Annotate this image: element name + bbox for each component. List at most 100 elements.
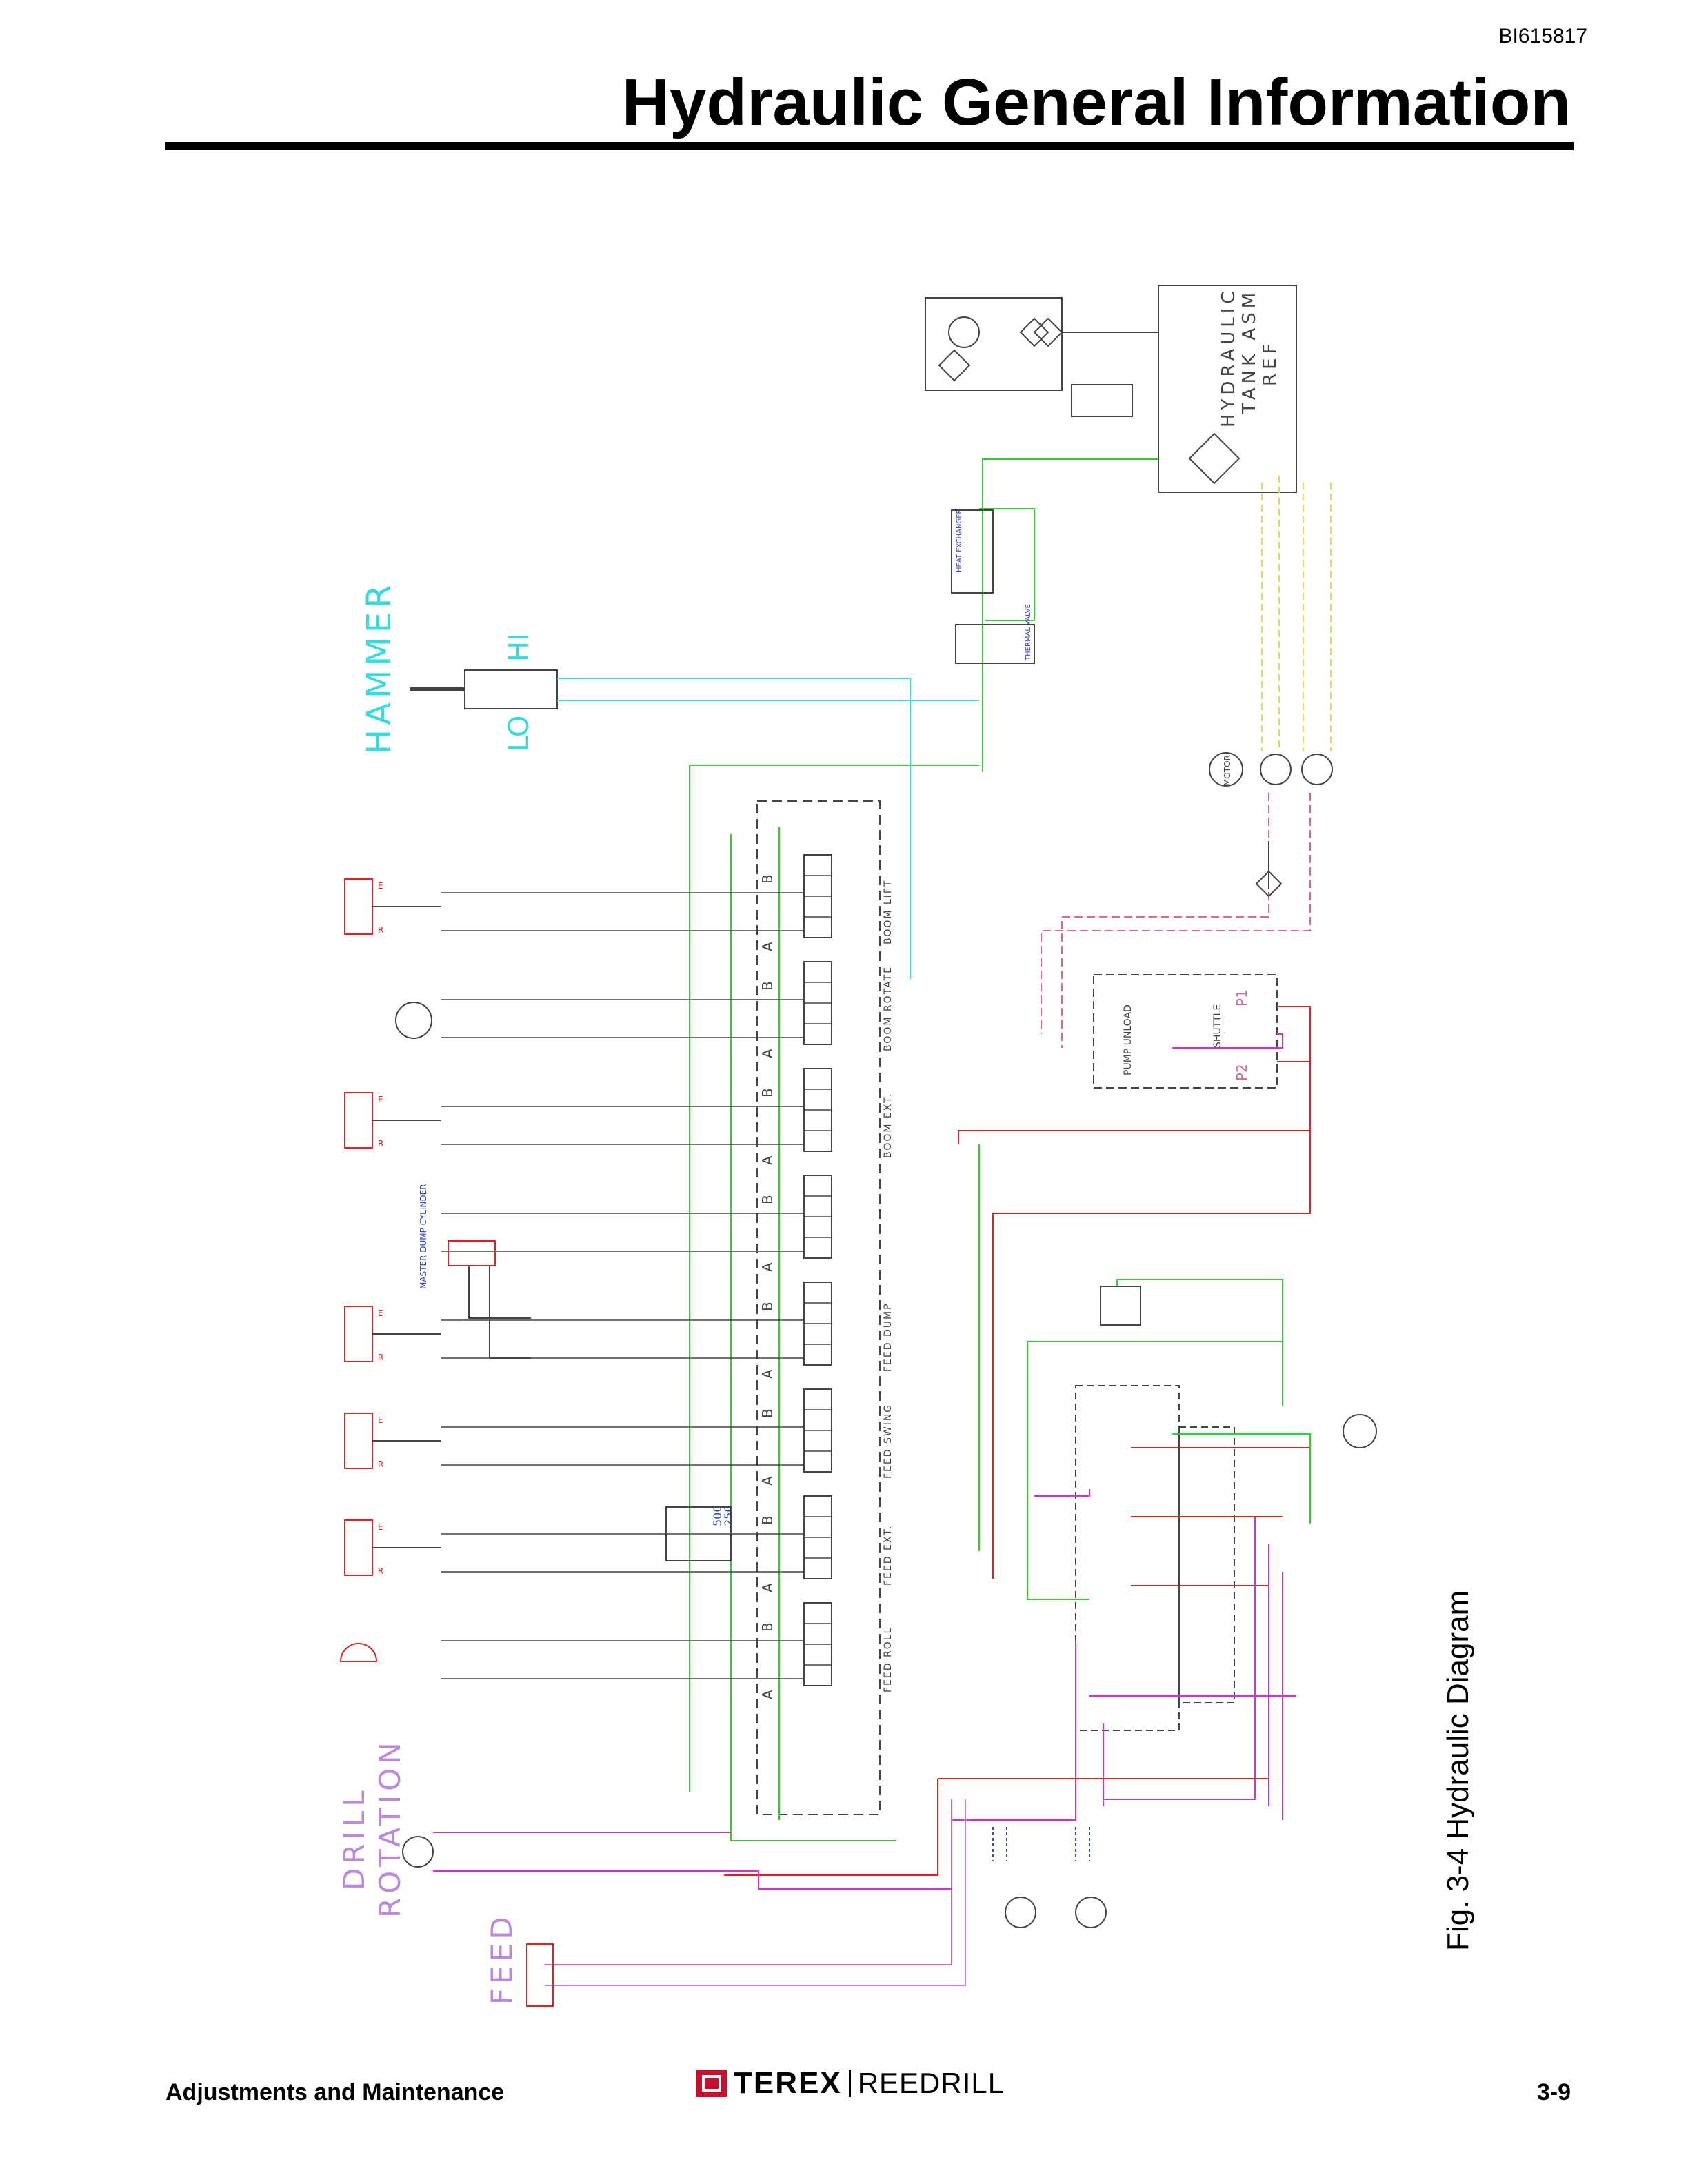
valve-section: AB bbox=[441, 1175, 832, 1272]
actuator-line bbox=[441, 1533, 804, 1573]
actuator-cylinder: ER bbox=[344, 1413, 441, 1469]
port-b-label: B bbox=[759, 1622, 776, 1632]
page-number: 3-9 bbox=[1536, 2079, 1571, 2105]
relief-setting-2: 250 bbox=[722, 1505, 735, 1526]
pump-2 bbox=[1301, 754, 1333, 785]
port-b-label: B bbox=[759, 1195, 776, 1204]
cylinder-r-label: R bbox=[378, 1459, 383, 1469]
port-b-label: B bbox=[759, 1088, 776, 1098]
actuator-line bbox=[441, 892, 804, 931]
drill-rotation-label-2: ROTATION bbox=[373, 1738, 407, 1918]
terex-mark-icon bbox=[696, 2070, 727, 2097]
valve-section: A B FEED DUMP bbox=[441, 1282, 894, 1379]
heat-exchanger-label: HEAT EXCHANGER bbox=[956, 509, 963, 572]
cylinder-r-label: R bbox=[378, 925, 383, 935]
port-b-label: B bbox=[759, 1302, 776, 1311]
spool-detail bbox=[804, 1623, 832, 1666]
valve-section-label: FEED DUMP bbox=[883, 1302, 894, 1372]
spool-detail bbox=[804, 1089, 832, 1131]
filter-motor-icon bbox=[948, 316, 980, 348]
actuator-line bbox=[441, 1426, 804, 1466]
port-a-label: A bbox=[759, 1690, 776, 1699]
pressure-reducing-valve bbox=[1100, 1286, 1141, 1326]
valve-section: A B BOOM EXT. bbox=[441, 1068, 894, 1165]
tank-filter bbox=[1188, 432, 1240, 485]
port-a-label: A bbox=[759, 1369, 776, 1379]
cylinder-body bbox=[344, 878, 373, 935]
actuator-line bbox=[441, 1106, 804, 1145]
p1-label: P1 bbox=[1234, 989, 1250, 1007]
thermal-valve bbox=[955, 624, 1035, 664]
hammer-hi: HI bbox=[503, 633, 535, 662]
cylinder-r-label: R bbox=[378, 1139, 383, 1149]
valve-section-label: BOOM EXT. bbox=[883, 1093, 894, 1158]
cylinder-e-label: E bbox=[378, 1415, 383, 1425]
valve-section-label: BOOM ROTATE bbox=[883, 966, 894, 1051]
page-title: Hydraulic General Information bbox=[621, 65, 1571, 139]
port-a-label: A bbox=[759, 1155, 776, 1165]
cylinder-e-label: E bbox=[378, 881, 383, 891]
shuttle-label: SHUTTLE bbox=[1212, 1004, 1223, 1048]
rotary-actuator bbox=[395, 1002, 432, 1039]
valve-section: A B BOOM LIFT bbox=[441, 854, 894, 951]
tank-label-3: REF bbox=[1260, 340, 1280, 386]
lower-manifold bbox=[1075, 1385, 1180, 1731]
spool-detail bbox=[804, 1409, 832, 1452]
valve-section-label: FEED ROLL bbox=[883, 1627, 894, 1692]
drill-rotation-label-1: DRILL bbox=[337, 1786, 371, 1890]
valve-section-label: FEED SWING bbox=[883, 1404, 894, 1479]
relief-valve-block bbox=[665, 1506, 732, 1561]
p2-label: P2 bbox=[1234, 1064, 1250, 1081]
motor-label: MOTOR bbox=[1223, 755, 1232, 786]
actuator-cylinder: ER bbox=[344, 1306, 441, 1362]
port-b-label: B bbox=[759, 1515, 776, 1525]
cylinder-body bbox=[344, 1092, 373, 1149]
hammer-label: HAMMER bbox=[360, 581, 399, 754]
heat-exchanger bbox=[951, 509, 994, 594]
spool-detail bbox=[804, 1195, 832, 1238]
cylinder-e-label: E bbox=[378, 1522, 383, 1532]
breather bbox=[1071, 384, 1133, 417]
port-a-label: A bbox=[759, 942, 776, 951]
actuator-line bbox=[441, 1640, 804, 1679]
gauge-bottom-2 bbox=[1075, 1897, 1107, 1928]
port-b-label: B bbox=[759, 874, 776, 884]
gauge-bottom-1 bbox=[1005, 1897, 1036, 1928]
master-dump-label: MASTER DUMP CYLINDER bbox=[419, 1184, 428, 1289]
tank-label-2: TANK ASM bbox=[1239, 289, 1260, 414]
cylinder-body bbox=[344, 1413, 373, 1469]
filter-assembly bbox=[925, 297, 1063, 391]
cylinder-r-label: R bbox=[378, 1353, 383, 1362]
spool-detail bbox=[804, 1516, 832, 1559]
feed-label: FEED bbox=[485, 1912, 519, 2005]
port-a-label: A bbox=[759, 1262, 776, 1272]
lower-manifold-valves bbox=[1178, 1426, 1235, 1703]
cylinder-e-label: E bbox=[378, 1095, 383, 1104]
actuator-line bbox=[441, 1320, 804, 1359]
spool-detail bbox=[804, 1302, 832, 1345]
hammer-lo: LO bbox=[503, 716, 535, 751]
document-id: BI615817 bbox=[1498, 25, 1587, 48]
pump-unload-block bbox=[1093, 974, 1278, 1089]
valve-section-label: BOOM LIFT bbox=[883, 880, 894, 944]
cylinder-r-label: R bbox=[378, 1566, 383, 1576]
cylinder-body bbox=[344, 1519, 373, 1576]
brand-name: TEREX bbox=[734, 2066, 842, 2100]
feed-cylinder bbox=[526, 1943, 554, 2007]
tank-label-1: HYDRAULIC bbox=[1218, 287, 1239, 427]
pump-unload-label: PUMP UNLOAD bbox=[1123, 1004, 1134, 1075]
thermal-valve-label: THERMAL VALVE bbox=[1025, 604, 1032, 661]
brand-separator bbox=[848, 2070, 851, 2097]
footer-section-title: Adjustments and Maintenance bbox=[165, 2079, 505, 2105]
port-b-label: B bbox=[759, 981, 776, 991]
cylinder-e-label: E bbox=[378, 1308, 383, 1318]
pump-1 bbox=[1260, 754, 1292, 785]
actuator-cylinder: ER bbox=[344, 1092, 441, 1149]
drill-rotation-motor bbox=[402, 1836, 434, 1868]
check-valve bbox=[1255, 870, 1283, 898]
hydraulic-tank bbox=[1158, 285, 1297, 493]
figure-caption: Fig. 3-4 Hydraulic Diagram bbox=[1441, 1590, 1475, 1951]
